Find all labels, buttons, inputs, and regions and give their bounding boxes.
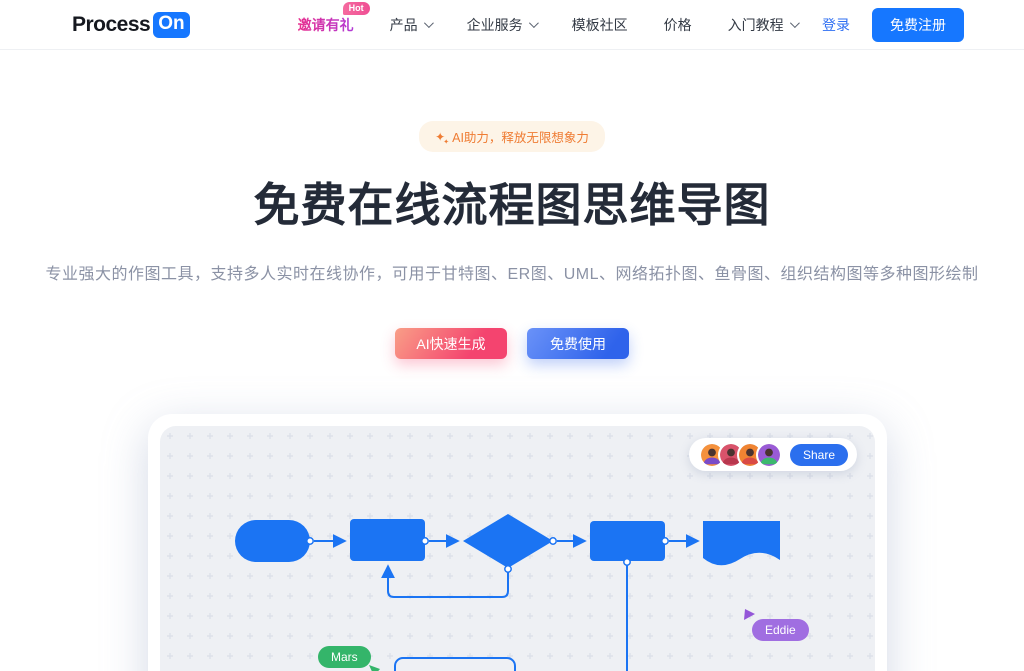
nav-item-product[interactable]: 产品 bbox=[389, 15, 434, 35]
main-nav: 邀请有礼 Hot 产品 企业服务 模板社区 价格 入门教程 bbox=[297, 1, 800, 35]
hot-badge: Hot bbox=[342, 1, 370, 15]
nav-invite-label: 邀请有礼 bbox=[297, 16, 354, 33]
connection-point[interactable] bbox=[549, 537, 557, 545]
ai-feature-pill[interactable]: ✦✦ AI助力，释放无限想象力 bbox=[419, 121, 605, 152]
collaborator-cursor-mars: Mars bbox=[318, 646, 380, 671]
login-link[interactable]: 登录 bbox=[822, 16, 850, 33]
chevron-down-icon bbox=[789, 18, 800, 29]
ai-generate-button[interactable]: AI快速生成 bbox=[395, 328, 507, 359]
connection-point[interactable] bbox=[421, 537, 429, 545]
hero-section: ✦✦ AI助力，释放无限想象力 免费在线流程图思维导图 专业强大的作图工具，支持… bbox=[0, 50, 1024, 359]
collaborator-name: Mars bbox=[331, 650, 358, 664]
connection-point[interactable] bbox=[661, 537, 669, 545]
nav-tutorial-label: 入门教程 bbox=[727, 16, 784, 33]
flow-shape-start-terminator[interactable] bbox=[235, 520, 310, 562]
avatar[interactable] bbox=[755, 441, 782, 468]
flow-shape-document[interactable] bbox=[703, 521, 780, 566]
logo-on-badge: On bbox=[153, 11, 190, 38]
nav-product-label: 产品 bbox=[389, 16, 418, 33]
processon-logo[interactable]: Process On bbox=[72, 11, 190, 38]
hero-buttons: AI快速生成 免费使用 bbox=[0, 328, 1024, 359]
cursor-pointer-icon bbox=[744, 609, 755, 620]
nav-item-enterprise[interactable]: 企业服务 bbox=[466, 15, 539, 35]
page-title: 免费在线流程图思维导图 bbox=[253, 179, 771, 231]
top-navbar: Process On 邀请有礼 Hot 产品 企业服务 模板社区 价格 bbox=[0, 0, 1024, 50]
sparkle-icon: ✦✦ bbox=[435, 129, 450, 146]
flow-shape-decision-diamond[interactable] bbox=[463, 514, 553, 568]
nav-pricing-label: 价格 bbox=[663, 16, 692, 33]
free-use-button[interactable]: 免费使用 bbox=[527, 328, 629, 359]
signup-button[interactable]: 免费注册 bbox=[872, 7, 964, 42]
auth-area: 登录 免费注册 bbox=[822, 7, 964, 42]
connection-point[interactable] bbox=[623, 558, 631, 566]
share-button[interactable]: Share bbox=[789, 443, 848, 466]
nav-item-pricing[interactable]: 价格 bbox=[664, 15, 692, 35]
connector-loop-back[interactable] bbox=[381, 564, 509, 598]
connection-point[interactable] bbox=[306, 537, 314, 545]
collaborator-name: Eddie bbox=[765, 623, 796, 637]
chevron-down-icon bbox=[423, 18, 434, 29]
logo-text: Process bbox=[72, 12, 151, 36]
collaboration-bar: Share bbox=[688, 438, 857, 471]
connection-point[interactable] bbox=[504, 565, 512, 573]
editor-preview-card: Mars Eddie bbox=[148, 414, 887, 671]
cursor-pointer-icon bbox=[368, 665, 380, 671]
nav-item-invite[interactable]: 邀请有礼 Hot bbox=[297, 1, 370, 35]
ai-pill-label: AI助力，释放无限想象力 bbox=[452, 131, 589, 145]
nav-templates-label: 模板社区 bbox=[571, 16, 628, 33]
collaborator-avatars bbox=[698, 441, 782, 468]
flow-shape-outline-new[interactable] bbox=[394, 657, 516, 671]
nav-enterprise-label: 企业服务 bbox=[466, 16, 523, 33]
flow-shape-process-1[interactable] bbox=[350, 519, 425, 561]
nav-item-tutorial[interactable]: 入门教程 bbox=[727, 15, 800, 35]
flow-shape-process-2[interactable] bbox=[590, 521, 665, 561]
chevron-down-icon bbox=[528, 18, 539, 29]
collaborator-cursor-eddie: Eddie bbox=[744, 609, 809, 641]
page-subtitle: 专业强大的作图工具，支持多人实时在线协作，可用于甘特图、ER图、UML、网络拓扑… bbox=[45, 266, 979, 283]
nav-item-templates[interactable]: 模板社区 bbox=[572, 15, 628, 35]
